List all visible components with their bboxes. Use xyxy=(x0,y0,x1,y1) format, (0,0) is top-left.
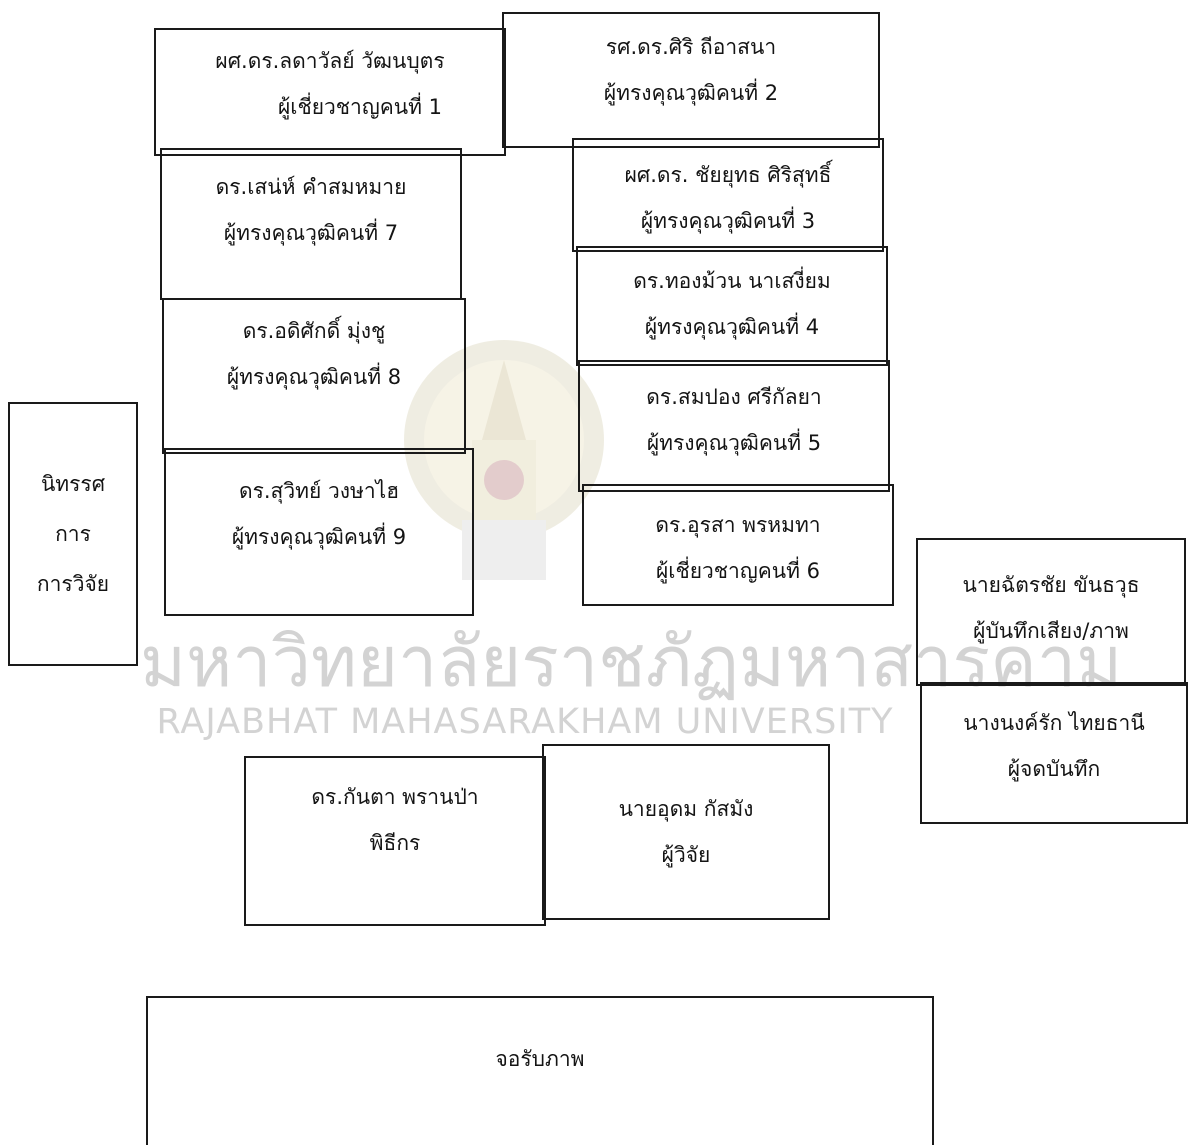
expert-6-role: ผู้เชี่ยวชาญคนที่ 6 xyxy=(655,559,821,583)
expert-3-name: ผศ.ดร. ชัยยุทธ ศิริสุทธิ์ xyxy=(624,163,832,187)
expert-1-name: ผศ.ดร.ลดาวัลย์ วัฒนบุตร xyxy=(215,49,445,73)
exhibition-box: นิทรรศ การ การวิจัย xyxy=(8,402,138,666)
researcher-role: ผู้วิจัย xyxy=(661,843,711,867)
researcher-name: นายอุดม กัสมัง xyxy=(618,797,754,821)
moderator-role: พิธีกร xyxy=(369,831,421,855)
expert-6-name: ดร.อุรสา พรหมทา xyxy=(655,513,821,537)
recorder-role: ผู้บันทึกเสียง/ภาพ xyxy=(973,619,1129,643)
recorder-name: นายฉัตรชัย ขันธวุธ xyxy=(962,573,1140,597)
expert-2-name: รศ.ดร.ศิริ ถีอาสนา xyxy=(605,35,777,59)
exhibition-line-3: การวิจัย xyxy=(36,572,110,596)
moderator-box: ดร.กันตา พรานป่า พิธีกร xyxy=(244,756,546,926)
expert-4-box: ดร.ทองม้วน นาเสงี่ยม ผู้ทรงคุณวุฒิคนที่ … xyxy=(576,246,888,366)
expert-2-role: ผู้ทรงคุณวุฒิคนที่ 2 xyxy=(603,81,779,105)
expert-5-box: ดร.สมปอง ศรีกัลยา ผู้ทรงคุณวุฒิคนที่ 5 xyxy=(578,360,890,492)
watermark-thai-text: มหาวิทยาลัยราชภัฏมหาสารคาม xyxy=(140,621,1123,703)
recorder-box: นายฉัตรชัย ขันธวุธ ผู้บันทึกเสียง/ภาพ xyxy=(916,538,1186,686)
expert-4-name: ดร.ทองม้วน นาเสงี่ยม xyxy=(633,269,831,293)
exhibition-line-1: นิทรรศ xyxy=(40,472,106,496)
notetaker-name: นางนงค์รัก ไทยธานี xyxy=(963,711,1145,735)
expert-9-name: ดร.สุวิทย์ วงษาไฮ xyxy=(238,479,400,503)
expert-3-role: ผู้ทรงคุณวุฒิคนที่ 3 xyxy=(640,209,816,233)
notetaker-role: ผู้จดบันทึก xyxy=(1007,757,1101,781)
projection-screen-box: จอรับภาพ xyxy=(146,996,934,1145)
researcher-box: นายอุดม กัสมัง ผู้วิจัย xyxy=(542,744,830,920)
expert-8-role: ผู้ทรงคุณวุฒิคนที่ 8 xyxy=(226,365,402,389)
expert-1-role: ผู้เชี่ยวชาญคนที่ 1 xyxy=(277,95,443,119)
screen-label: จอรับภาพ xyxy=(495,1047,585,1071)
moderator-name: ดร.กันตา พรานป่า xyxy=(311,785,479,809)
expert-1-box: ผศ.ดร.ลดาวัลย์ วัฒนบุตร ผู้เชี่ยวชาญคนที… xyxy=(154,28,506,156)
notetaker-box: นางนงค์รัก ไทยธานี ผู้จดบันทึก xyxy=(920,682,1188,824)
expert-9-role: ผู้ทรงคุณวุฒิคนที่ 9 xyxy=(231,525,407,549)
expert-7-name: ดร.เสน่ห์ คำสมหมาย xyxy=(215,175,407,199)
expert-5-name: ดร.สมปอง ศรีกัลยา xyxy=(646,385,822,409)
expert-5-role: ผู้ทรงคุณวุฒิคนที่ 5 xyxy=(646,431,822,455)
expert-6-box: ดร.อุรสา พรหมทา ผู้เชี่ยวชาญคนที่ 6 xyxy=(582,484,894,606)
expert-7-role: ผู้ทรงคุณวุฒิคนที่ 7 xyxy=(223,221,399,245)
expert-8-box: ดร.อดิศักดิ์ มุ่งชู ผู้ทรงคุณวุฒิคนที่ 8 xyxy=(162,298,466,454)
expert-7-box: ดร.เสน่ห์ คำสมหมาย ผู้ทรงคุณวุฒิคนที่ 7 xyxy=(160,148,462,300)
watermark-english-text: RAJABHAT MAHASARAKHAM UNIVERSITY xyxy=(156,702,894,742)
expert-4-role: ผู้ทรงคุณวุฒิคนที่ 4 xyxy=(644,315,820,339)
expert-2-box: รศ.ดร.ศิริ ถีอาสนา ผู้ทรงคุณวุฒิคนที่ 2 xyxy=(502,12,880,148)
expert-3-box: ผศ.ดร. ชัยยุทธ ศิริสุทธิ์ ผู้ทรงคุณวุฒิค… xyxy=(572,138,884,252)
expert-8-name: ดร.อดิศักดิ์ มุ่งชู xyxy=(242,319,386,343)
exhibition-line-2: การ xyxy=(55,522,91,546)
expert-9-box: ดร.สุวิทย์ วงษาไฮ ผู้ทรงคุณวุฒิคนที่ 9 xyxy=(164,448,474,616)
